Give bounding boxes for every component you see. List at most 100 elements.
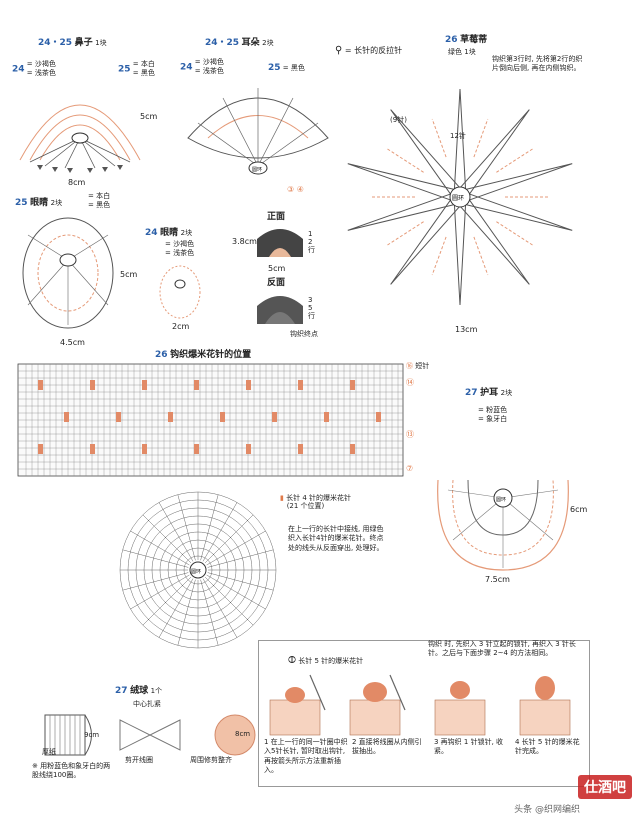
- circle-spoke: [206, 530, 266, 566]
- circle-spoke: [177, 494, 196, 561]
- popcorn-mark: [194, 444, 199, 454]
- howto-illustrations: [269, 674, 571, 736]
- popcorn-mark: [194, 380, 199, 390]
- eyes24-diagram: [159, 265, 201, 319]
- circle-spoke: [200, 579, 219, 646]
- popcorn-mark-icon: ▮: [280, 494, 284, 502]
- nose-height: 5cm: [140, 112, 158, 121]
- stem-arm: [453, 196, 467, 306]
- howto-box: [258, 640, 590, 787]
- popcorn-mark: [142, 444, 147, 454]
- pompom-steps: [44, 714, 256, 756]
- popcorn-note: 在上一行的长针中接线, 用绿色织入长针4针的爆米花针。终点处的线头从反面穿出, …: [288, 525, 384, 552]
- ear-row-markers: ③ ④: [287, 185, 304, 194]
- ear-front-rows: 1 2 行: [308, 230, 315, 255]
- nose-width: 8cm: [68, 178, 86, 187]
- popcorn-mark: [350, 380, 355, 390]
- popcorn-mark: [298, 380, 303, 390]
- popcorn-mark: [90, 444, 95, 454]
- nose-diagram: [19, 104, 141, 173]
- earmuff-width: 7.5cm: [485, 575, 510, 584]
- eyes25-width: 4.5cm: [60, 338, 85, 347]
- howto-step-2: 2 直接将线圈从内侧引拔抽出。: [352, 738, 422, 756]
- popcorn-heading: 26 钩织爆米花针的位置: [155, 350, 252, 360]
- circle-spoke: [158, 502, 194, 562]
- stem-inner-arm: [473, 236, 489, 276]
- ear-front-height: 3.8cm: [232, 237, 257, 246]
- ear-end-label: 钩织终点: [290, 330, 318, 338]
- popcorn-mark: [38, 380, 43, 390]
- stem-arm: [390, 193, 466, 285]
- svg-text:圆环: 圆环: [252, 167, 262, 173]
- ear-qty: 2块: [262, 39, 274, 47]
- circle-spoke: [142, 514, 192, 564]
- circle-spoke: [200, 494, 219, 561]
- stem-arm: [454, 109, 530, 201]
- nose-legend-25: 25 = 本白= 黑色: [118, 60, 155, 78]
- stem-sub: 绿色 1块: [448, 48, 476, 56]
- pompom-tie: 中心扎紧: [133, 700, 161, 708]
- nose-qty: 1块: [95, 39, 107, 47]
- popcorn-mark: [142, 380, 147, 390]
- popcorn-grid: [17, 363, 404, 477]
- pompom-heading: 27 绒球 1个: [115, 686, 163, 696]
- popcorn-row-7: ⑦: [406, 464, 414, 473]
- popcorn-mark: [350, 444, 355, 454]
- earmuff-diagram: 圆环: [437, 479, 569, 571]
- ear-title: 耳朵: [241, 38, 260, 48]
- stem-arm: [454, 193, 530, 285]
- ear-front-label: 正面: [267, 212, 286, 222]
- stem-inner-arm: [496, 221, 534, 246]
- popcorn-mark: [38, 444, 43, 454]
- ear-legend-24: 24 = 沙褐色= 浅茶色: [180, 58, 224, 76]
- ear-diagram: 圆环: [187, 88, 329, 175]
- popcorn-mark: [246, 444, 251, 454]
- popcorn-mark: [220, 412, 225, 422]
- eyes25-height: 5cm: [120, 270, 138, 279]
- stem-arm: [347, 190, 462, 231]
- eyes24-legend: = 沙褐色= 浅茶色: [165, 240, 195, 258]
- circle-spoke: [130, 530, 190, 566]
- eyes25-legend: = 本白= 黑色: [88, 192, 111, 210]
- popcorn-mark: [168, 412, 173, 422]
- stem-arm: [458, 163, 573, 204]
- circle-spoke: [177, 579, 196, 646]
- popcorn-mark: [298, 444, 303, 454]
- ear-back-rows: 3 5 行: [308, 296, 315, 321]
- nose-legend-24: 24 = 沙褐色= 浅茶色: [12, 60, 56, 78]
- stem-inner-arm: [386, 148, 424, 173]
- popcorn-circle: 圆环: [119, 491, 277, 649]
- nose-heading: 24・25 鼻子 1块: [38, 38, 107, 48]
- pompom-cut: 剪开线圈: [125, 756, 153, 764]
- circle-spoke: [158, 578, 194, 638]
- stem-inner-arm: [473, 118, 489, 158]
- popcorn5-icon: ⦷: [288, 655, 296, 666]
- stem-count-9: (9针): [390, 116, 407, 124]
- stem-heading: 26 草莓蒂: [445, 35, 487, 45]
- pompom-note: ※ 用粉蓝色和象牙白的两股线绕100圈。: [32, 762, 111, 780]
- stem-width: 13cm: [455, 325, 478, 334]
- svg-text:圆环: 圆环: [191, 569, 201, 575]
- howto-step-3: 3 再钩织 1 针锁针, 收紧。: [434, 738, 504, 756]
- popcorn-row-13: ⑬: [406, 430, 414, 439]
- ear-front-width: 5cm: [268, 264, 286, 273]
- stem-note: 钩织第3行时, 先将第2行的织片倒向后侧, 再在内侧钩织。: [492, 55, 583, 73]
- circle-spoke: [206, 574, 266, 610]
- popcorn-legend: ▮ 长针 4 针的爆米花针 (21 个位置): [280, 494, 351, 511]
- stem-arm: [453, 88, 467, 198]
- circle-spoke: [207, 572, 274, 591]
- pompom-trim: 周围修剪整齐: [190, 756, 232, 764]
- popcorn-mark: [324, 412, 329, 422]
- earmuff-heading: 27 护耳 2块: [465, 388, 513, 398]
- howto-intro: 钩织 时, 先织入 3 针立起的锁针, 再织入 3 针长针。之后与下面步骤 2~…: [428, 640, 576, 658]
- stem-inner-arm: [386, 221, 424, 246]
- howto-step-4: 4 长针 5 针的爆米花针完成。: [515, 738, 580, 756]
- eyes24-heading: 24 眼睛 2块: [145, 228, 193, 238]
- pompom-diameter: 8cm: [235, 730, 251, 738]
- stem-arm: [458, 190, 573, 231]
- ear-back-label: 反面: [267, 278, 286, 288]
- earmuff-height: 6cm: [570, 505, 588, 514]
- ear-number: 24・25: [205, 38, 240, 48]
- back-post-symbol: ⚲ = 长针的反拉针: [335, 45, 402, 57]
- circle-spoke: [204, 514, 254, 564]
